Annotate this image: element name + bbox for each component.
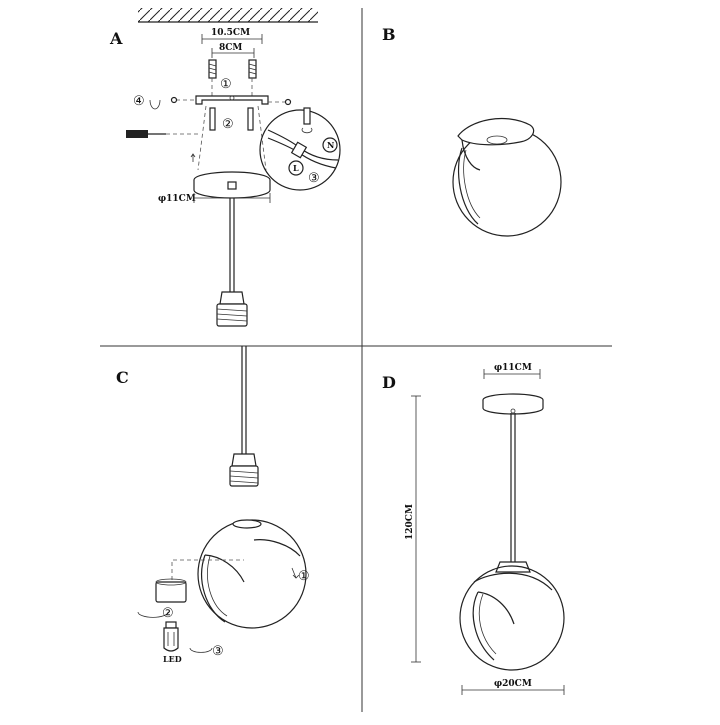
dim-globe: φ20CM	[494, 679, 532, 689]
panel-a: A 10.5CM 8CM ①	[109, 8, 341, 327]
wire-l-label: L	[293, 163, 299, 173]
panel-b-letter: B	[382, 25, 396, 44]
height-dimension: 120CM	[405, 395, 421, 663]
step-a-1: ①	[220, 77, 232, 92]
led-bulb: LED	[163, 621, 213, 664]
rotate-arrow-icon	[137, 611, 169, 618]
panel-d-letter: D	[382, 373, 396, 392]
cord-and-socket	[216, 198, 248, 327]
lock-ring	[137, 578, 187, 618]
panel-dividers	[100, 8, 612, 712]
up-arrow-icon	[190, 153, 196, 162]
wire-l-badge	[288, 160, 304, 176]
led-label: LED	[163, 654, 182, 664]
canopy	[193, 171, 271, 199]
canopy-dimension-d: φ11CM	[483, 363, 541, 379]
screwdriver-icon	[126, 130, 200, 138]
canopy-dimension: φ11CM	[158, 193, 271, 204]
wire-n-label: N	[327, 140, 334, 150]
mounting-bracket	[195, 95, 269, 105]
panel-c-letter: C	[116, 368, 129, 387]
panel-c: C ① ②	[116, 346, 310, 664]
globe-shade-d	[459, 561, 565, 671]
wall-plugs	[208, 59, 257, 100]
rotate-arrow-icon	[301, 127, 313, 134]
step-a-2: ②	[222, 117, 234, 132]
globe-shade-c	[197, 519, 307, 629]
bracket-outer-dimension: 10.5CM 8CM	[201, 28, 263, 58]
cord-and-socket-c	[229, 346, 259, 487]
step-c-1: ①	[298, 569, 310, 584]
cord-d	[510, 413, 516, 562]
panel-a-letter: A	[109, 29, 123, 48]
globe-dimension: φ20CM	[461, 679, 565, 695]
wire-n-badge	[322, 137, 338, 153]
canopy-guides	[190, 105, 267, 171]
rotate-arrow-icon	[149, 99, 161, 110]
bracket-screws	[170, 96, 292, 106]
step-c-3: ③	[212, 644, 224, 659]
dim-canopy-a: φ11CM	[158, 194, 196, 204]
canopy-d	[482, 393, 544, 415]
rotate-arrow-icon	[189, 647, 213, 653]
dim-height: 120CM	[405, 504, 415, 540]
ceiling	[138, 8, 318, 23]
canopy-screws	[209, 107, 254, 131]
step-a-3: ③	[308, 171, 320, 186]
dim-canopy-d: φ11CM	[494, 363, 532, 373]
panel-b: B	[382, 25, 562, 237]
wiring-detail	[259, 107, 341, 191]
dim-bracket-outer: 10.5CM	[211, 28, 250, 38]
step-a-4: ④	[133, 94, 145, 109]
globe-shade-b	[452, 118, 562, 237]
step-c-2: ②	[162, 606, 174, 621]
dim-bracket-inner: 8CM	[219, 43, 242, 53]
panel-d: D φ11CM 120CM	[382, 363, 565, 695]
rotate-arrow-icon	[291, 567, 300, 579]
